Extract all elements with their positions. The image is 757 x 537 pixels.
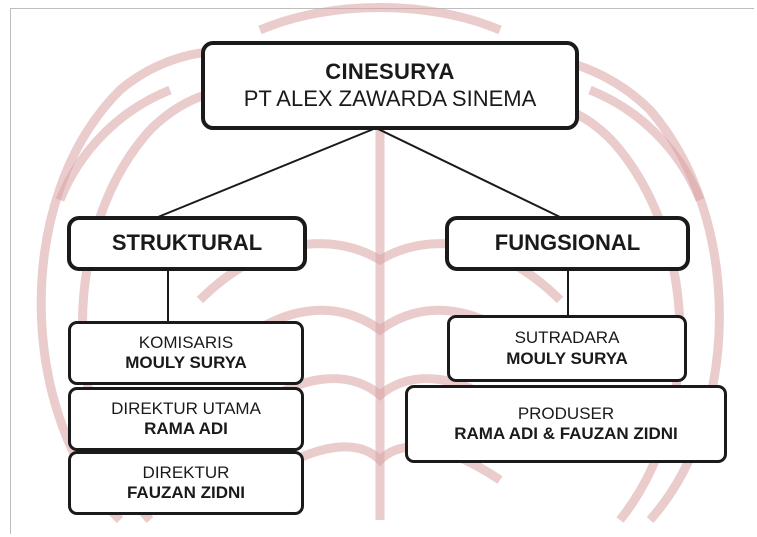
company-legal-name: PT ALEX ZAWARDA SINEMA [243,85,537,111]
produser-node: PRODUSER RAMA ADI & FAUZAN ZIDNI [405,385,727,463]
role-label: KOMISARIS [138,332,234,352]
fungsional-node: FUNGSIONAL [445,216,690,271]
struktural-heading: STRUKTURAL [111,230,263,256]
role-label: SUTRADARA [514,328,620,348]
role-label: DIREKTUR [142,462,230,482]
person-name: RAMA ADI & FAUZAN ZIDNI [454,424,678,443]
role-label: DIREKTUR UTAMA [111,398,261,418]
struktural-node: STRUKTURAL [67,216,307,271]
person-name: MOULY SURYA [506,348,628,368]
role-label: PRODUSER [517,403,615,423]
root-node: CINESURYA PT ALEX ZAWARDA SINEMA [201,41,579,130]
person-name: RAMA ADI [144,419,228,438]
person-name: FAUZAN ZIDNI [126,483,246,502]
direktur-node: DIREKTUR FAUZAN ZIDNI [68,451,304,515]
person-name: MOULY SURYA [125,353,247,372]
company-brand: CINESURYA [325,59,455,85]
sutradara-node: SUTRADARA MOULY SURYA [447,315,687,382]
fungsional-heading: FUNGSIONAL [494,230,641,256]
direktur-utama-node: DIREKTUR UTAMA RAMA ADI [68,387,304,451]
komisaris-node: KOMISARIS MOULY SURYA [68,321,304,385]
